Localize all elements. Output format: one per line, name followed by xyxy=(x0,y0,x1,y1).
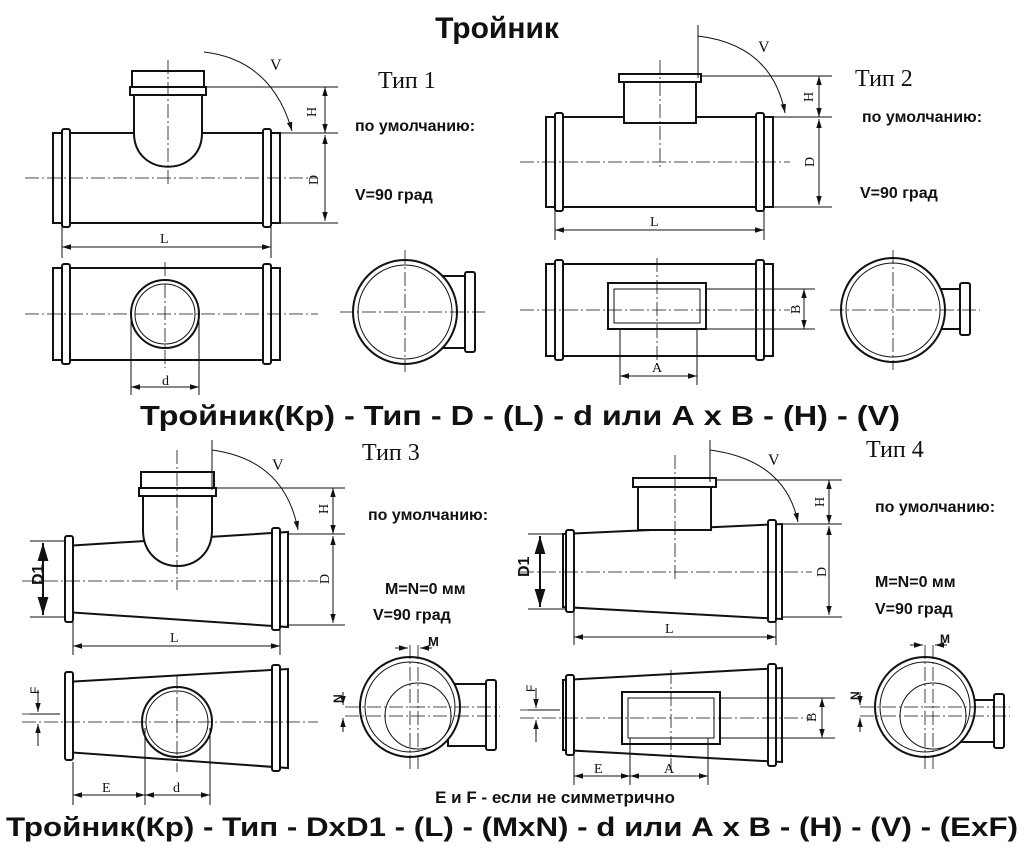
dim-n-t4: N xyxy=(848,691,862,700)
type1-v-default: V=90 град xyxy=(355,187,433,204)
dim-d1-t4: D1 xyxy=(516,556,533,577)
type3-v-default: V=90 град xyxy=(373,607,451,624)
type2-dimensions: V H D L xyxy=(554,25,832,240)
dim-v-t4: V xyxy=(768,452,780,469)
dim-m-t3: M xyxy=(428,634,439,649)
type3-mn-default: M=N=0 мм xyxy=(385,581,466,598)
dim-e-t4: E xyxy=(594,762,603,777)
type3-side-view xyxy=(22,450,318,631)
dim-d-small-t3: d xyxy=(173,781,180,796)
type3-end-view: M N xyxy=(331,634,500,770)
dim-d-t3: D xyxy=(318,574,333,584)
formula-1: Тройник(Кр) - Тип - D - (L) - d или А х … xyxy=(140,400,900,431)
type4-label: Тип 4 xyxy=(866,437,924,463)
type4-default-label: по умолчанию: xyxy=(875,499,995,516)
dim-b-t2: B xyxy=(789,305,804,314)
type2-end-view xyxy=(830,250,980,370)
dim-d1-t3: D1 xyxy=(30,564,47,585)
dim-v-t1: V xyxy=(270,57,282,74)
type3-dimensions: V H D D1 L xyxy=(30,440,345,655)
type2-top-view: B A xyxy=(520,258,815,385)
type2-side-view xyxy=(520,60,790,212)
type3-top-view: F E d xyxy=(22,664,318,805)
type1-side-view xyxy=(25,60,318,228)
dim-d-t2: D xyxy=(803,157,818,167)
dim-m-t4: M xyxy=(940,632,950,646)
type3-default-label: по умолчанию: xyxy=(368,507,488,524)
type4-side-view xyxy=(520,455,812,623)
dim-d-small-t1: d xyxy=(162,374,169,389)
dim-d-t4: D xyxy=(815,567,830,577)
dim-h-t4: H xyxy=(813,497,828,507)
page-title: Тройник xyxy=(435,12,560,45)
formula-2: Тройник(Кр) - Тип - DxD1 - (L) - (MxN) -… xyxy=(6,812,1018,842)
type1-label: Тип 1 xyxy=(378,68,436,94)
dim-l-t1: L xyxy=(160,232,169,247)
dim-a-t4: A xyxy=(664,762,675,777)
type3-label: Тип 3 xyxy=(362,440,420,466)
type1-default-label: по умолчанию: xyxy=(355,118,475,135)
type4-mn-default: M=N=0 мм xyxy=(875,574,956,591)
type1-dimensions: V H D L xyxy=(61,51,338,258)
type2-default-label: по умолчанию: xyxy=(862,109,982,126)
dim-f-t3: F xyxy=(28,687,42,694)
type4-top-view: F B E A xyxy=(520,663,835,785)
type4-end-view: M N xyxy=(848,632,1010,770)
dim-b-t4: B xyxy=(805,713,820,722)
dim-d-t1: D xyxy=(307,175,322,185)
type2-label: Тип 2 xyxy=(855,66,913,92)
dim-h-t1: H xyxy=(305,107,320,117)
dim-h-t2: H xyxy=(802,92,817,102)
dim-v-t2: V xyxy=(758,39,770,56)
dim-l-t3: L xyxy=(170,631,179,646)
dim-n-t3: N xyxy=(331,694,345,703)
dim-a-t2: A xyxy=(652,361,663,376)
dim-l-t2: L xyxy=(650,215,659,230)
asymmetry-note: E и F - если не симметрично xyxy=(435,788,675,807)
dim-h-t3: H xyxy=(317,504,332,514)
dim-l-t4: L xyxy=(665,622,674,637)
type1-top-view: d xyxy=(25,262,318,395)
type4-v-default: V=90 град xyxy=(875,601,953,618)
dim-f-t4: F xyxy=(524,685,538,692)
dim-e-t3: E xyxy=(102,781,111,796)
dim-v-t3: V xyxy=(272,457,284,474)
type2-v-default: V=90 град xyxy=(860,185,938,202)
type1-end-view xyxy=(340,250,485,372)
type4-dimensions: V H D D1 L xyxy=(516,440,842,645)
